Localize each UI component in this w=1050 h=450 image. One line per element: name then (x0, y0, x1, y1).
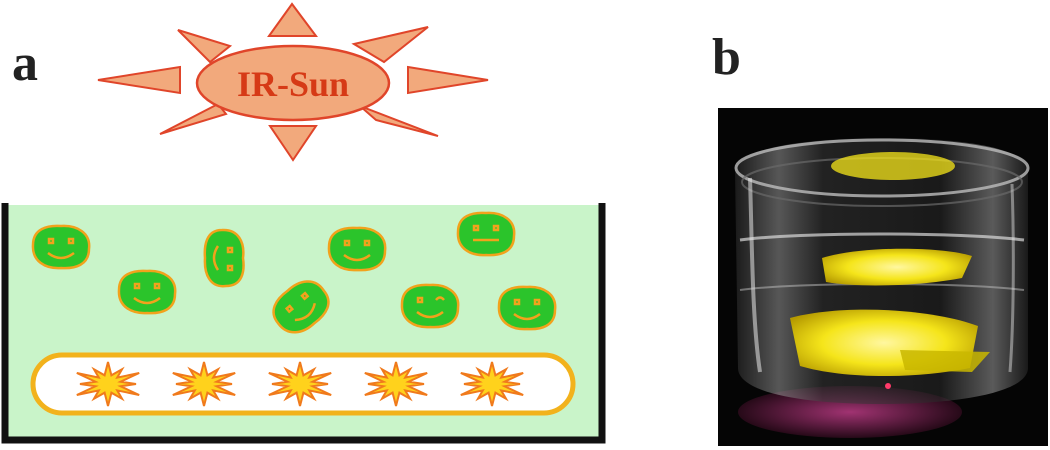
sun-label: IR-Sun (237, 64, 349, 104)
glass-highlight-left (748, 177, 762, 373)
smiley-face (203, 228, 245, 288)
sun-disc (195, 44, 391, 122)
tank-wall (1, 203, 606, 444)
smiley-face (456, 211, 516, 257)
sun-ray-top-right (351, 26, 429, 64)
panel-b-label: b (712, 29, 741, 86)
sun: IR-Sun (97, 2, 489, 162)
smiley-face (497, 285, 557, 331)
sun-rays (97, 2, 489, 162)
glass-rim (734, 138, 1030, 198)
yellow-glow-top (831, 152, 955, 180)
liquid-surface (739, 232, 1025, 242)
star-burst (268, 361, 332, 407)
sun-ray-top (267, 2, 318, 37)
star-row (76, 361, 524, 407)
sun-ray-top-left (177, 29, 233, 64)
sun-ray-bottom-left (159, 102, 228, 135)
sun-ray-left (97, 65, 181, 95)
smiley-face (31, 224, 91, 270)
sun-ray-bottom (268, 125, 318, 162)
smiley-face (327, 226, 387, 272)
laser-dot (885, 383, 891, 389)
star-burst (76, 361, 140, 407)
star-burst (460, 361, 524, 407)
star-burst (364, 361, 428, 407)
glass-highlight-right (1008, 183, 1015, 373)
panel-b-photo (718, 108, 1048, 446)
star-burst (172, 361, 236, 407)
substrate-platform (30, 352, 576, 416)
sun-ray-bottom-right (359, 105, 439, 137)
smiley-face (400, 283, 460, 329)
smiley-face (272, 280, 330, 334)
smiley-face (117, 269, 177, 315)
yellow-film-upper (822, 248, 972, 286)
sun-ray-right (407, 65, 489, 95)
panel-a-label: a (12, 35, 38, 92)
smiley-particles (31, 211, 557, 334)
